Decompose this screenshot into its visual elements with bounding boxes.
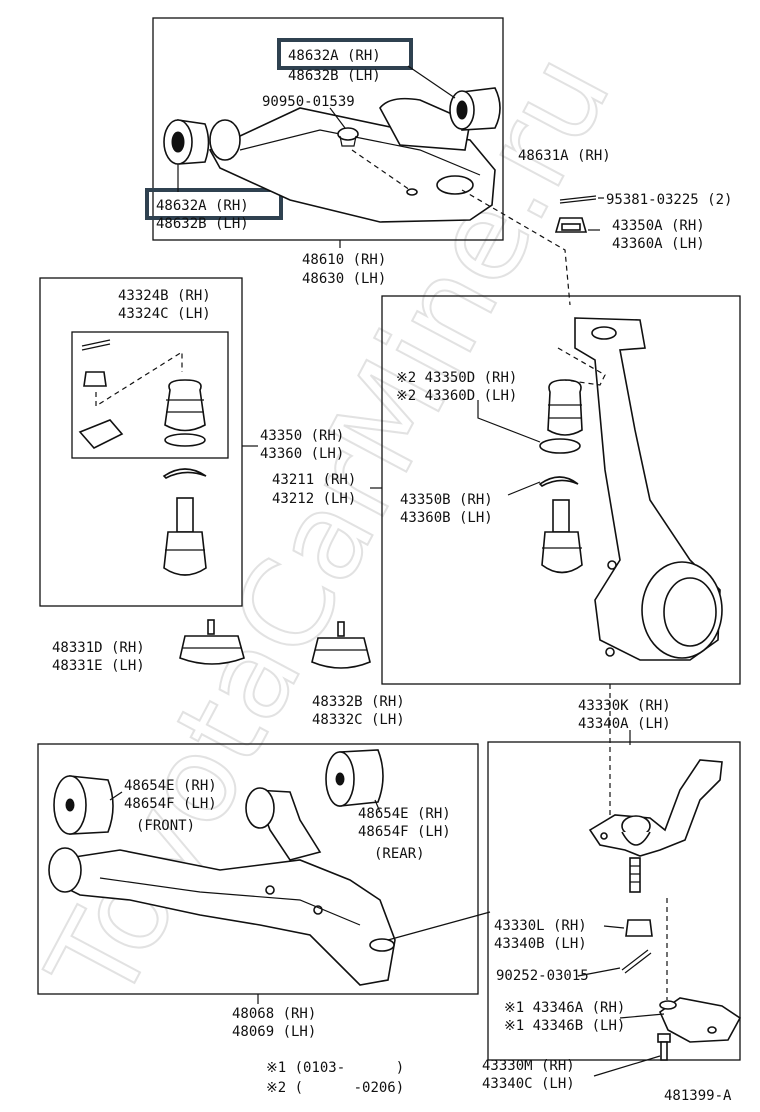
label-48632B-left: 48632B (LH) (156, 216, 249, 232)
label-95381-03225: 95381-03225 (2) (606, 192, 732, 208)
dust-cover (659, 997, 742, 1043)
steering-knuckle (574, 317, 723, 661)
highlight-box-top (277, 38, 413, 70)
leader-top-bushing (407, 65, 456, 99)
leader-nut-arm (387, 911, 491, 941)
reference-code: 481399-A (664, 1088, 732, 1104)
label-48068: 48068 (RH) (232, 1006, 316, 1022)
lower-bushing-front (53, 775, 114, 835)
boot-ring (539, 438, 581, 454)
label-43350D: ※2 43350D (RH) (396, 370, 517, 386)
kit-nut (83, 371, 107, 387)
leader-cover (619, 1013, 665, 1019)
label-48332B: 48332B (RH) (312, 694, 405, 710)
balljoint-kit-inner-box (71, 331, 229, 459)
kit-ball-joint (163, 497, 207, 576)
lower-control-arm (48, 787, 396, 986)
label-43340A: 43340A (LH) (578, 716, 671, 732)
upper-ball-joint (541, 499, 583, 574)
label-90950-01539: 90950-01539 (262, 94, 355, 110)
plug (337, 127, 359, 147)
leader-rear-bushing (374, 799, 381, 813)
leader-nut-l (603, 925, 625, 929)
label-48632B-top: 48632B (LH) (288, 68, 381, 84)
kit-grease-pad (78, 419, 124, 449)
label-rear: (REAR) (374, 846, 425, 862)
kit-ring (164, 433, 206, 447)
lower-bushing-rear (325, 749, 384, 807)
label-43350B: 43350B (RH) (400, 492, 493, 508)
note-1: ※1 (0103- ) (266, 1060, 404, 1076)
label-43360: 43360 (LH) (260, 446, 344, 462)
kit-dash (95, 350, 183, 408)
label-48069: 48069 (LH) (232, 1024, 316, 1040)
leader-pin (577, 967, 621, 977)
leader-boot-label (477, 400, 541, 443)
lower-bolt (657, 1033, 671, 1061)
label-48654E-front: 48654E (RH) (124, 778, 217, 794)
label-48332C: 48332C (LH) (312, 712, 405, 728)
knuckle-box (381, 295, 741, 685)
leader-bolt-plug (329, 107, 346, 129)
leader-dash-knuckle-boot (557, 347, 606, 386)
label-43360A: 43360A (LH) (612, 236, 705, 252)
label-43330L: 43330L (RH) (494, 918, 587, 934)
balljoint-kit-box (39, 277, 243, 607)
leader-ring-label (507, 481, 541, 496)
bump-stopper-left (179, 619, 245, 665)
label-48331D: 48331D (RH) (52, 640, 145, 656)
label-48654F-rear: 48654F (LH) (358, 824, 451, 840)
leader-bolt (593, 1055, 661, 1077)
castle-nut (554, 217, 588, 233)
upper-control-arm (208, 97, 496, 223)
label-43340C: 43340C (LH) (482, 1076, 575, 1092)
cotter-pin (559, 195, 597, 204)
upper-boot (547, 379, 583, 436)
leader-front-bushing (109, 791, 123, 801)
label-48331E: 48331E (LH) (52, 658, 145, 674)
label-43346B: ※1 43346B (LH) (504, 1018, 625, 1034)
snap-ring (538, 476, 579, 487)
label-43340B: 43340B (LH) (494, 936, 587, 952)
leader-dash-plug (351, 149, 411, 191)
upper-bushing-left (163, 119, 210, 165)
kit-boot (164, 379, 206, 432)
label-43324C: 43324C (LH) (118, 306, 211, 322)
label-48631A: 48631A (RH) (518, 148, 611, 164)
label-43212: 43212 (LH) (272, 491, 356, 507)
upper-bushing-top (449, 87, 501, 131)
label-43350A: 43350A (RH) (612, 218, 705, 234)
label-43324B: 43324B (RH) (118, 288, 211, 304)
label-43330K: 43330K (RH) (578, 698, 671, 714)
label-90252-03015: 90252-03015 (496, 968, 589, 984)
upper-arm-box (152, 17, 504, 241)
label-front: (FRONT) (136, 818, 195, 834)
label-43330M: 43330M (RH) (482, 1058, 575, 1074)
label-48654F-front: 48654F (LH) (124, 796, 217, 812)
label-48610: 48610 (RH) (302, 252, 386, 268)
lower-cotter-pin (621, 949, 652, 974)
note-2: ※2 ( -0206) (266, 1080, 404, 1096)
lower-balljoint-box (487, 741, 741, 1061)
label-43346A: ※1 43346A (RH) (504, 1000, 625, 1016)
lower-ball-joint (588, 759, 723, 893)
label-48630: 48630 (LH) (302, 271, 386, 287)
label-48632A-top: 48632A (RH) (288, 48, 381, 64)
label-43350: 43350 (RH) (260, 428, 344, 444)
kit-snap-ring (162, 468, 207, 479)
label-43360B: 43360B (LH) (400, 510, 493, 526)
kit-cotter-pin (81, 339, 111, 351)
label-48632A-left: 48632A (RH) (156, 198, 249, 214)
label-48654E-rear: 48654E (RH) (358, 806, 451, 822)
leader-dash-arm-to-nut (461, 189, 571, 306)
highlight-box-left (145, 188, 283, 220)
lower-castle-nut (625, 919, 653, 937)
bump-stopper-right (311, 621, 371, 669)
label-43211: 43211 (RH) (272, 472, 356, 488)
label-43360D: ※2 43360D (LH) (396, 388, 517, 404)
